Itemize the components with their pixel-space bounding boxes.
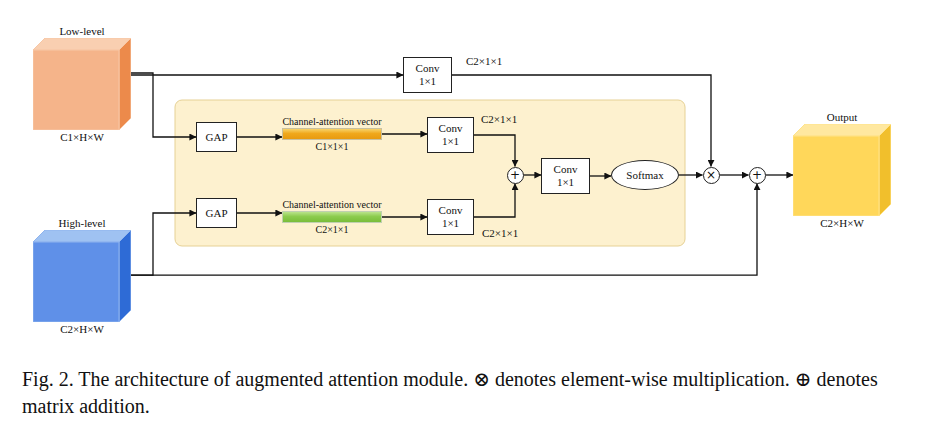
attention-region	[175, 100, 685, 246]
high-level-feature: High-levelC2×H×W	[33, 216, 131, 336]
dimension-label: C2×1×1	[482, 227, 518, 240]
vector-heading: Channel-attention vector	[282, 115, 381, 128]
conv-box: Conv 1×1	[541, 158, 590, 194]
feature-cube	[793, 124, 891, 216]
vector-heading: Channel-attention vector	[282, 198, 381, 211]
connector-arrow	[590, 175, 611, 176]
multiply-symbol: ×	[703, 167, 720, 184]
process-label: Softmax	[626, 169, 663, 182]
gap-box: GAP	[196, 122, 237, 152]
dimension-label: C2×H×W	[820, 216, 864, 230]
connector-arrow	[474, 135, 515, 167]
softmax-ellipse: Softmax	[611, 160, 679, 190]
connector-arrow	[131, 74, 403, 75]
conv-box: Conv 1×1	[427, 199, 474, 235]
connector-arrow	[452, 75, 711, 167]
connector-arrow	[237, 136, 282, 137]
dimension-label: C1×H×W	[60, 130, 104, 144]
output-feature: OutputC2×H×W	[793, 110, 891, 230]
process-label: Conv 1×1	[551, 163, 580, 189]
connector-arrow	[382, 133, 427, 134]
process-label: Conv 1×1	[437, 204, 464, 230]
vector-bar	[282, 211, 382, 223]
connector-arrow	[720, 174, 749, 175]
connector-arrow	[382, 216, 427, 217]
connector-arrow	[131, 184, 757, 276]
conv-box: Conv 1×1	[403, 57, 452, 93]
cube-heading: Output	[827, 110, 858, 124]
cube-heading: Low-level	[59, 24, 104, 38]
connector-arrow	[131, 213, 196, 275]
connector-arrow	[679, 174, 703, 175]
feature-cube	[33, 230, 131, 322]
low-level-feature: Low-levelC1×H×W	[33, 24, 131, 144]
process-label: Conv 1×1	[413, 62, 442, 88]
add-symbol: +	[507, 167, 524, 184]
process-label: Conv 1×1	[437, 122, 464, 148]
operator-sign: +	[752, 169, 762, 181]
add-symbol: +	[749, 167, 766, 184]
dimension-label: C2×1×1	[316, 223, 349, 236]
connector-arrow	[766, 174, 794, 175]
gap-box: GAP	[196, 198, 237, 228]
conv-box: Conv 1×1	[427, 117, 474, 153]
process-label: GAP	[206, 131, 228, 144]
cube-heading: High-level	[58, 216, 105, 230]
process-label: GAP	[206, 207, 228, 220]
channel-attention-vector: Channel-attention vectorC2×1×1	[276, 198, 388, 236]
connector-arrow	[474, 184, 515, 218]
dimension-label: C1×1×1	[316, 140, 349, 153]
dimension-label: C2×1×1	[466, 55, 502, 68]
connector-arrow	[131, 73, 196, 137]
vector-bar	[282, 128, 382, 140]
channel-attention-vector: Channel-attention vectorC1×1×1	[276, 115, 388, 153]
connector-arrow	[237, 212, 282, 213]
feature-cube	[33, 38, 131, 130]
connector-arrow	[524, 174, 542, 175]
dimension-label: C2×H×W	[60, 322, 104, 336]
operator-sign: ×	[706, 169, 716, 181]
figure-caption: Fig. 2. The architecture of augmented at…	[22, 366, 927, 420]
operator-sign: +	[510, 169, 520, 181]
dimension-label: C2×1×1	[481, 113, 517, 126]
